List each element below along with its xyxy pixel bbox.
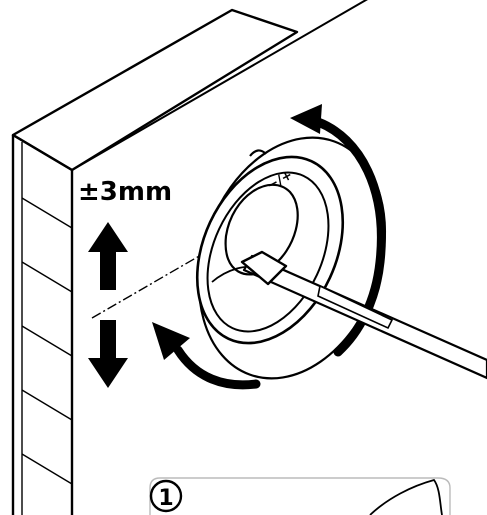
cabinet-panel: [11, 0, 368, 515]
side-segments: [21, 197, 73, 485]
arrow-down: [88, 320, 128, 388]
screwdriver: [240, 250, 487, 380]
rotation-arrow-bottom: [173, 345, 261, 390]
step-callout: 1: [149, 477, 451, 515]
screwdriver-bevel: [317, 284, 394, 330]
panel-top-line: [71, 0, 368, 171]
step-number: 1: [158, 486, 173, 511]
step-number-badge: [149, 479, 183, 513]
cam-lobe: [224, 183, 299, 276]
rotation-arrow-top: [313, 117, 386, 357]
cam-tab: [249, 149, 267, 157]
panel-top-edge: [11, 8, 299, 172]
callout-frame: [149, 477, 451, 515]
screwdriver-blade: [240, 250, 288, 286]
rotation-arrow-top-head: [290, 104, 322, 134]
adjustment-label: ±3mm: [78, 177, 172, 207]
rotation-arrow-bottom-head: [152, 322, 190, 360]
axis-line: [91, 221, 259, 319]
arrow-up: [88, 222, 128, 290]
vertical-adjust-arrow: [88, 222, 128, 388]
callout-sketch: [369, 478, 443, 515]
